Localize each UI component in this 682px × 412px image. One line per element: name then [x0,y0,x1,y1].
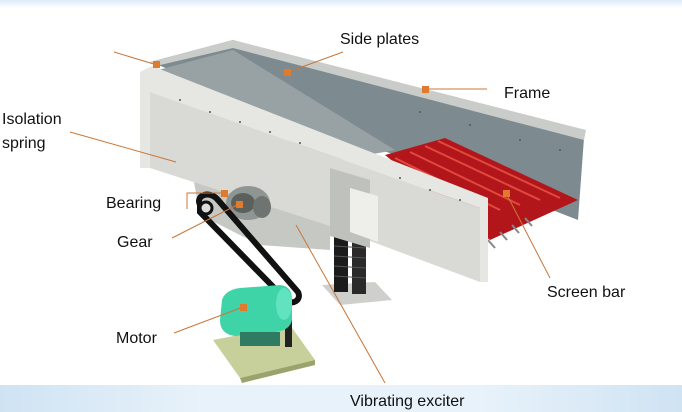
label-screen-bar: Screen bar [547,284,626,301]
side-plate-near [140,66,488,282]
label-side-plates: Side plates [340,31,420,48]
leader-lines [69,51,551,384]
marker-side-plates [284,69,291,76]
label-vibrating-exciter: Vibrating exciter [350,393,465,410]
pulley [198,200,214,216]
marker-bearing [221,190,228,197]
label-gear: Gear [117,234,153,251]
marker-gear [236,201,243,208]
label-isolation-spring: Isolation spring [2,111,62,152]
screen-bar-ends [487,217,533,249]
frame-stiffener-face [350,188,378,242]
marker-top-left [153,61,160,68]
side-plate-near-face [150,92,480,282]
label-bearing: Bearing [106,195,162,212]
label-motor: Motor [116,330,157,347]
frame-bolts [179,99,561,201]
part-markers [153,61,510,311]
bearing-assembly [226,186,271,220]
motor-base-edge [240,360,315,383]
marker-frame [422,86,429,93]
trough-floor [158,50,395,162]
bottom-border [0,385,682,412]
marker-screen-bar [503,190,510,197]
motor [220,285,292,346]
isolation-spring-front [322,236,392,305]
top-border [0,0,682,8]
marker-motor [240,304,247,311]
label-frame: Frame [504,85,551,102]
